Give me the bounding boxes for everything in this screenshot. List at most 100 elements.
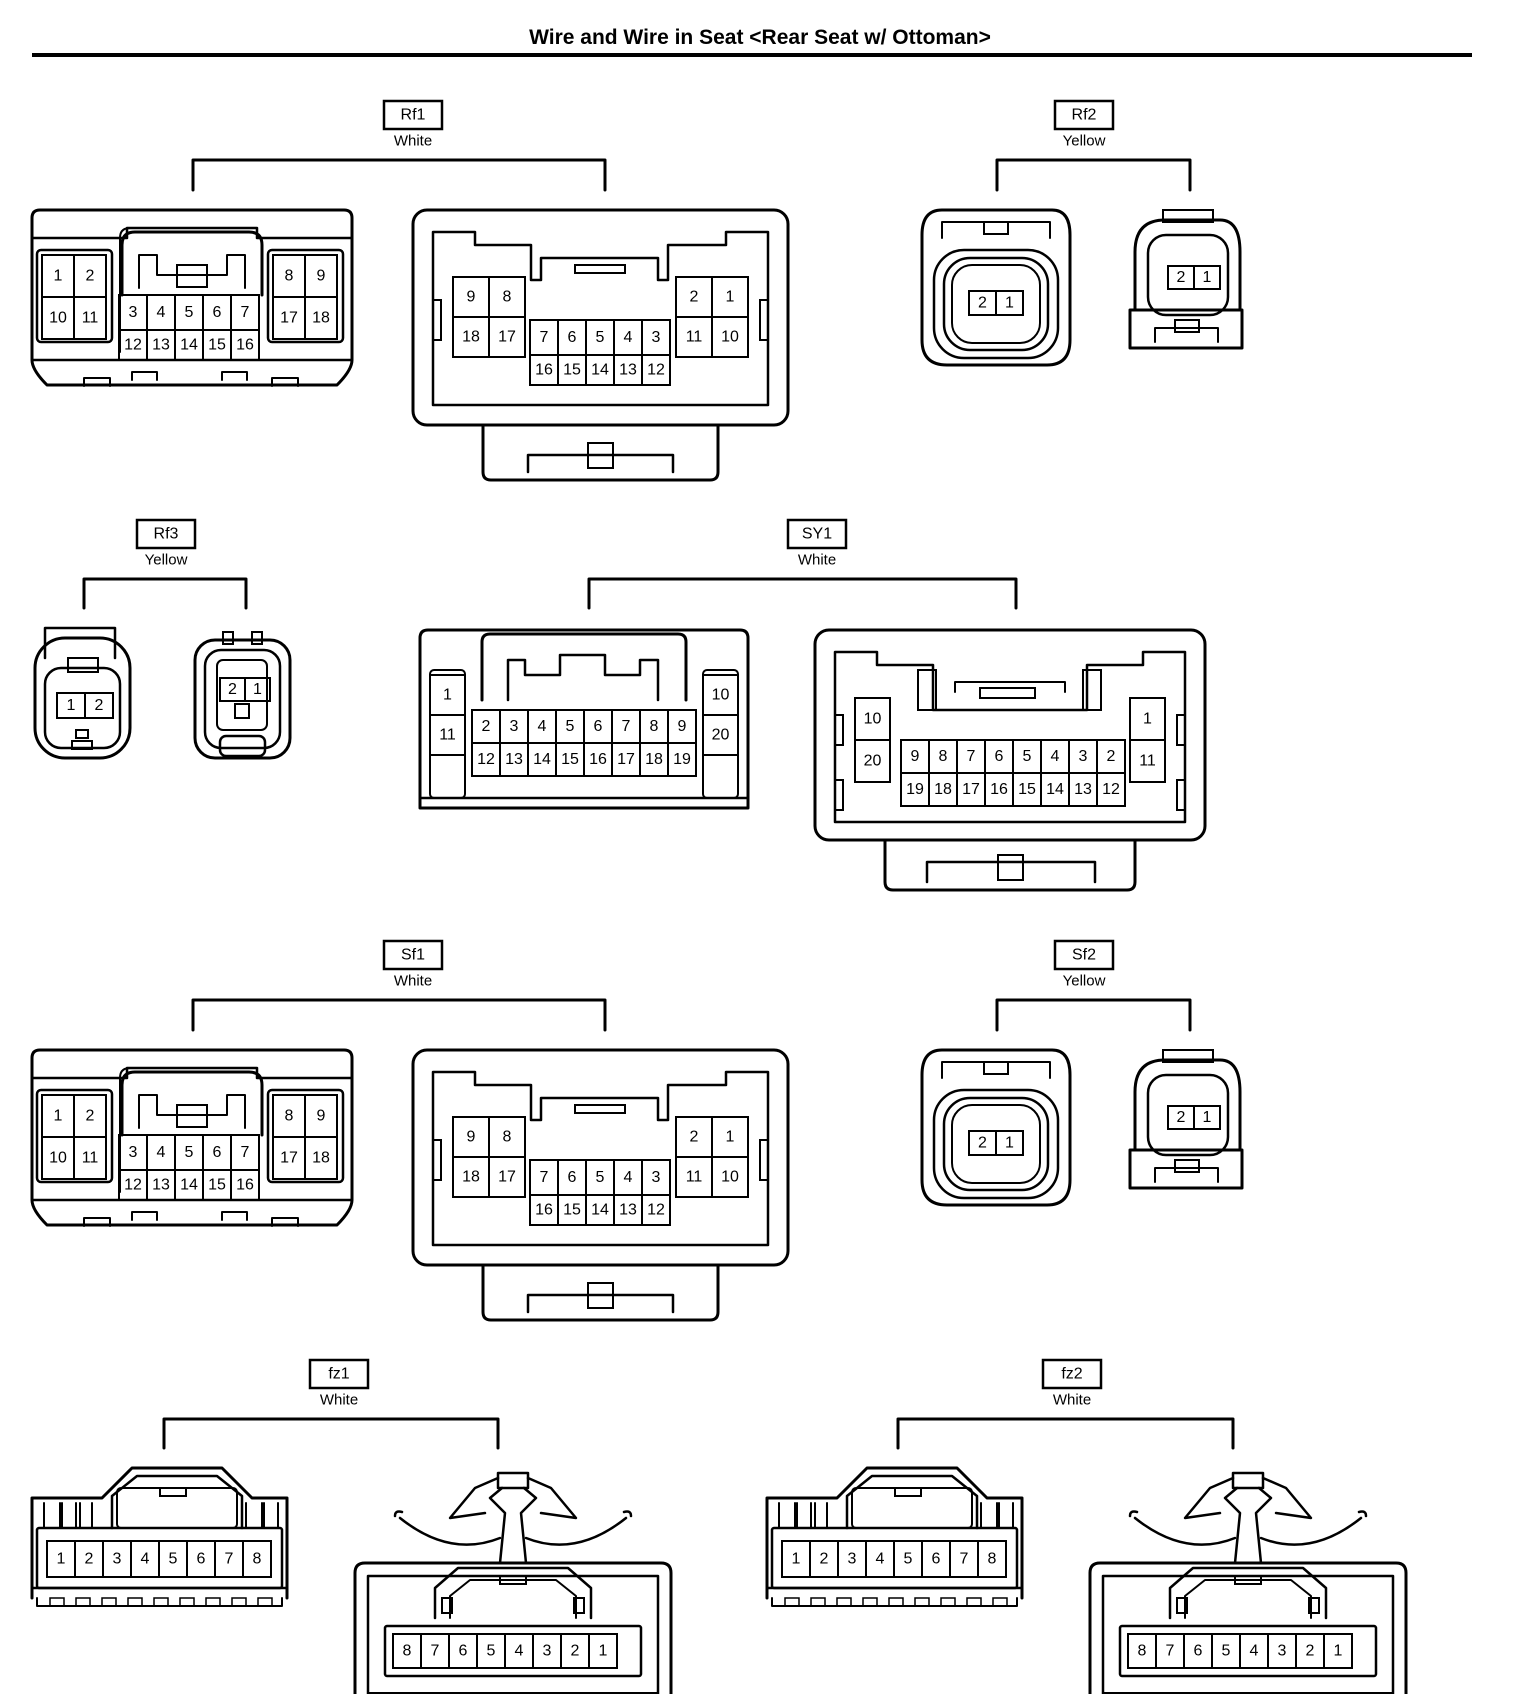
pin-number: 13 (1074, 781, 1092, 798)
pin-number: 2 (1177, 1109, 1186, 1126)
pin-number: 15 (1018, 781, 1036, 798)
pin-number: 8 (503, 1129, 512, 1146)
title-rule (32, 53, 1472, 57)
pin-number: 9 (467, 1129, 476, 1146)
pin-number: 16 (990, 781, 1008, 798)
pin-number: 9 (911, 748, 920, 765)
pin-number: 7 (1166, 1643, 1175, 1660)
pin-number: 8 (285, 268, 294, 285)
pin-number: 9 (467, 289, 476, 306)
pin-number: 2 (85, 1551, 94, 1568)
pin-number: 13 (152, 337, 170, 354)
pin-number: 3 (652, 1169, 661, 1186)
pin-number: 14 (591, 362, 609, 379)
pin-number: 3 (1278, 1643, 1287, 1660)
pin-number: 5 (1222, 1643, 1231, 1660)
pin-number: 7 (241, 1144, 250, 1161)
pin-number: 5 (487, 1643, 496, 1660)
pin-number: 9 (317, 268, 326, 285)
pin-number: 8 (403, 1643, 412, 1660)
pin-number: 5 (596, 329, 605, 346)
pin-number: 15 (561, 751, 579, 768)
pin-number: 2 (1107, 748, 1116, 765)
pin-number: 12 (1102, 781, 1120, 798)
pin-number: 5 (169, 1551, 178, 1568)
pin-number: 20 (712, 727, 730, 744)
pin-number: 4 (157, 304, 166, 321)
pin-number: 17 (617, 751, 635, 768)
pin-number: 6 (1194, 1643, 1203, 1660)
pin-number: 7 (960, 1551, 969, 1568)
pin-number: 1 (1203, 1109, 1212, 1126)
pin-number: 18 (462, 1169, 480, 1186)
pin-number: 9 (317, 1108, 326, 1125)
pin-number: 3 (652, 329, 661, 346)
pin-number: 1 (253, 681, 262, 698)
pin-number: 1 (54, 268, 63, 285)
pin-number: 1 (1334, 1643, 1343, 1660)
pin-number: 10 (721, 1169, 739, 1186)
pin-number: 16 (589, 751, 607, 768)
pin-number: 14 (591, 1202, 609, 1219)
pin-number: 12 (647, 362, 665, 379)
pin-number: 1 (443, 687, 452, 704)
pin-number: 16 (535, 362, 553, 379)
pin-number: 13 (152, 1177, 170, 1194)
pin-number: 5 (596, 1169, 605, 1186)
pin-number: 13 (619, 1202, 637, 1219)
pin-number: 1 (726, 1129, 735, 1146)
pin-number: 3 (129, 304, 138, 321)
pin-number: 10 (49, 1150, 67, 1167)
pin-number: 3 (129, 1144, 138, 1161)
connector-color: White (1053, 1392, 1091, 1409)
pin-number: 1 (54, 1108, 63, 1125)
pin-number: 6 (568, 329, 577, 346)
pin-number: 1 (726, 289, 735, 306)
pin-number: 4 (624, 1169, 633, 1186)
connector-code: Sf1 (401, 947, 425, 964)
pin-number: 18 (312, 1150, 330, 1167)
pin-number: 12 (477, 751, 495, 768)
pin-number: 15 (563, 1202, 581, 1219)
page-title: Wire and Wire in Seat <Rear Seat w/ Otto… (529, 26, 991, 49)
pin-number: 13 (505, 751, 523, 768)
pin-number: 1 (1143, 711, 1152, 728)
pin-number: 2 (978, 1135, 987, 1152)
pin-number: 4 (876, 1551, 885, 1568)
pin-number: 19 (673, 751, 691, 768)
connector-color: Yellow (1063, 133, 1106, 150)
connector-color: White (320, 1392, 358, 1409)
pin-number: 10 (721, 329, 739, 346)
pin-number: 8 (650, 718, 659, 735)
pin-number: 3 (510, 718, 519, 735)
pin-number: 17 (962, 781, 980, 798)
pin-number: 18 (934, 781, 952, 798)
pin-number: 2 (86, 1108, 95, 1125)
pin-number: 6 (995, 748, 1004, 765)
pin-number: 14 (533, 751, 551, 768)
pin-number: 2 (86, 268, 95, 285)
pin-number: 4 (538, 718, 547, 735)
pin-number: 1 (1203, 269, 1212, 286)
pin-number: 6 (197, 1551, 206, 1568)
pin-number: 16 (236, 337, 254, 354)
pin-number: 13 (619, 362, 637, 379)
connector-code: SY1 (802, 526, 832, 543)
pin-number: 7 (540, 329, 549, 346)
